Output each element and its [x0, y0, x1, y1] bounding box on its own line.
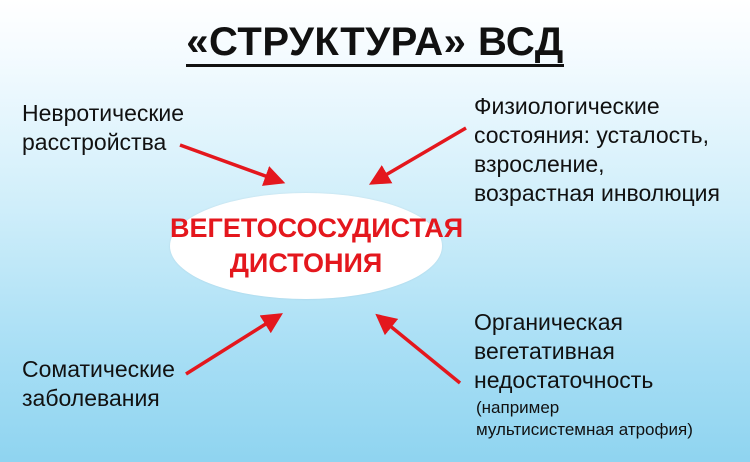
- factor-physiological-states: Физиологические состояния: усталость, вз…: [474, 93, 720, 206]
- arrow-top-left: [179, 143, 286, 186]
- page-title-text: «СТРУКТУРА» ВСД: [186, 20, 564, 67]
- factor-neurotic-disorders: Невротические расстройства: [22, 100, 185, 155]
- arrow-bottom-left: [185, 313, 283, 376]
- arrow-top-right: [368, 126, 467, 185]
- center-label: ВЕГЕТОСОСУДИСТАЯ ДИСТОНИЯ: [170, 213, 464, 278]
- arrow-bottom-right: [375, 313, 462, 385]
- factor-organic-autonomic-failure: Органическая вегетативная недостаточност…: [474, 309, 654, 393]
- center-ellipse: [170, 193, 442, 299]
- factor-somatic-diseases: Соматические заболевания: [22, 356, 175, 411]
- page-title: «СТРУКТУРА» ВСД: [0, 18, 750, 67]
- factor-organic-autonomic-failure-note: (например мультисистемная атрофия): [476, 398, 693, 439]
